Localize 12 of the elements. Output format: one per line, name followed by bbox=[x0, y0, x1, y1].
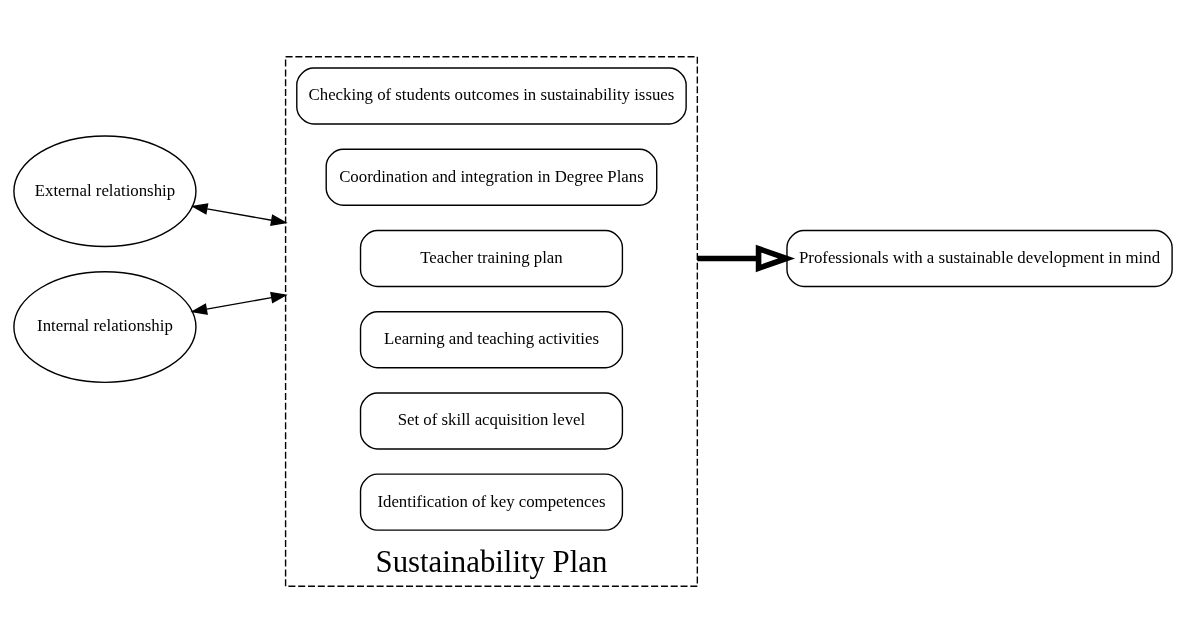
node-box: Professionals with a sustainable development in mind bbox=[786, 229, 1173, 287]
node-box: Identification of key competences bbox=[359, 472, 624, 531]
node-box: Teacher training plan bbox=[359, 229, 624, 287]
arrow bbox=[190, 291, 288, 315]
node-ellipse: Internal relationship bbox=[13, 270, 197, 383]
node-box: Coordination and integration in Degree Plans bbox=[325, 148, 658, 206]
node-box: Learning and teaching activities bbox=[359, 310, 624, 368]
arrow bbox=[697, 244, 796, 272]
node-ellipse: External relationship bbox=[13, 134, 197, 247]
node-box: Checking of students outcomes in sustainability issues bbox=[296, 66, 687, 125]
node-box: Set of skill acquisition level bbox=[359, 391, 624, 450]
arrow bbox=[190, 202, 288, 226]
